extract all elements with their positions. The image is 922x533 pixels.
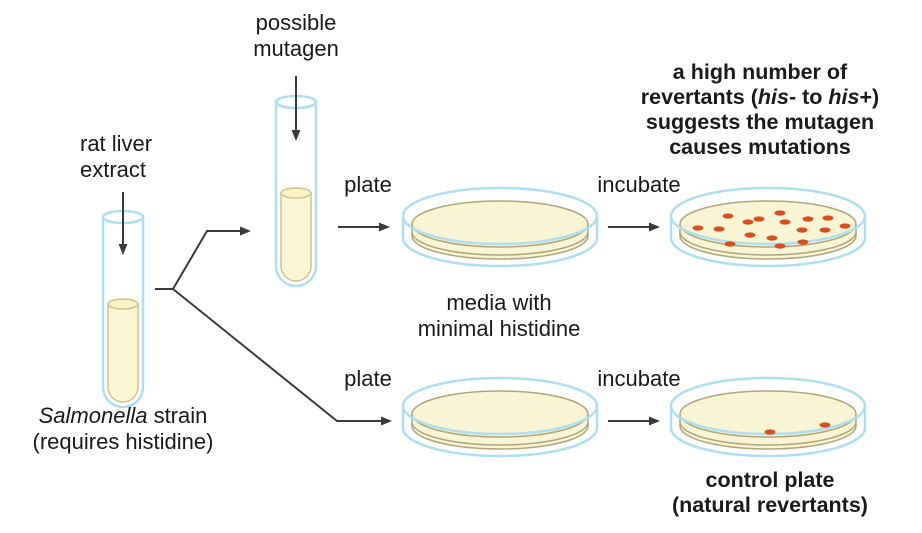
label-line: possible [255,10,337,35]
label-line: incubate [597,366,681,391]
revertant-colony [742,219,754,225]
label-line: rat liver [80,131,153,156]
label-line: minimal histidine [417,316,581,341]
revertant-colony [797,239,809,245]
label-line: mutagen [253,36,339,61]
tube-liquid [107,303,139,403]
revertant-colony [774,243,786,249]
label-line: (natural revertants) [672,493,868,517]
label-incubate-bottom: incubate [589,366,689,392]
label-line: (requires histidine) [32,429,214,454]
label-part: revertants ( [640,85,758,109]
label-line: media with [446,290,552,315]
revertant-colony [744,232,756,238]
tube-liquid [280,192,312,282]
revertant-colony [802,216,814,222]
label-line: causes mutations [669,135,851,159]
revertant-colony [722,213,734,219]
label-his-plus: his [828,85,860,109]
revertant-colony [839,223,851,229]
label-line: plate [344,366,392,391]
revertant-colony [822,215,834,221]
label-revertants-annotation: a high number of revertants (his- to his… [620,60,900,160]
label-part: +) [859,85,880,109]
label-his-minus: his [757,85,789,109]
label-part: - to [788,85,829,109]
label-possible-mutagen: possible mutagen [231,10,361,62]
revertant-colony [819,422,831,428]
label-plate-bottom: plate [318,366,418,392]
revertant-colony [724,241,736,247]
label-salmonella-italic: Salmonella [38,403,148,428]
revertant-colony [796,227,808,233]
label-line: extract [80,157,147,182]
revertant-colony [713,226,725,232]
plate-mutagen-fresh [401,186,599,268]
plate-mutagen-incubated [669,186,867,268]
label-line: suggests the mutagen [645,110,875,134]
label-salmonella-strain: Salmonella strain (requires histidine) [3,403,243,455]
mutagen-tube [274,94,318,288]
label-rat-liver-extract: rat liver extract [80,131,210,183]
label-line: a high number of [672,60,848,84]
label-line: revertants (his- to his+) [620,85,900,110]
label-line: incubate [597,172,681,197]
plate-control-incubated [669,376,867,458]
arrow-fork-to-control-plate-icon [172,288,392,426]
label-line: Salmonella strain [3,403,243,429]
label-media-minimal-histidine: media with minimal histidine [389,290,609,342]
plate-control-fresh [401,376,599,458]
label-control-plate: control plate (natural revertants) [650,468,890,518]
revertant-colony [819,227,831,233]
revertant-colony [753,216,765,222]
arrow-fork-to-mutagen-tube-icon [172,226,251,290]
flow-lines [118,76,660,426]
revertant-colony [692,225,704,231]
label-line: control plate [705,468,835,492]
revertant-colony [779,219,791,225]
revertant-colony [774,210,786,216]
glassware-layer [101,94,867,458]
revertant-colony [766,235,778,241]
label-incubate-top: incubate [589,172,689,198]
label-plate-top: plate [318,172,418,198]
label-line: plate [344,172,392,197]
label-part: strain [147,403,208,428]
revertant-colony [764,429,776,435]
